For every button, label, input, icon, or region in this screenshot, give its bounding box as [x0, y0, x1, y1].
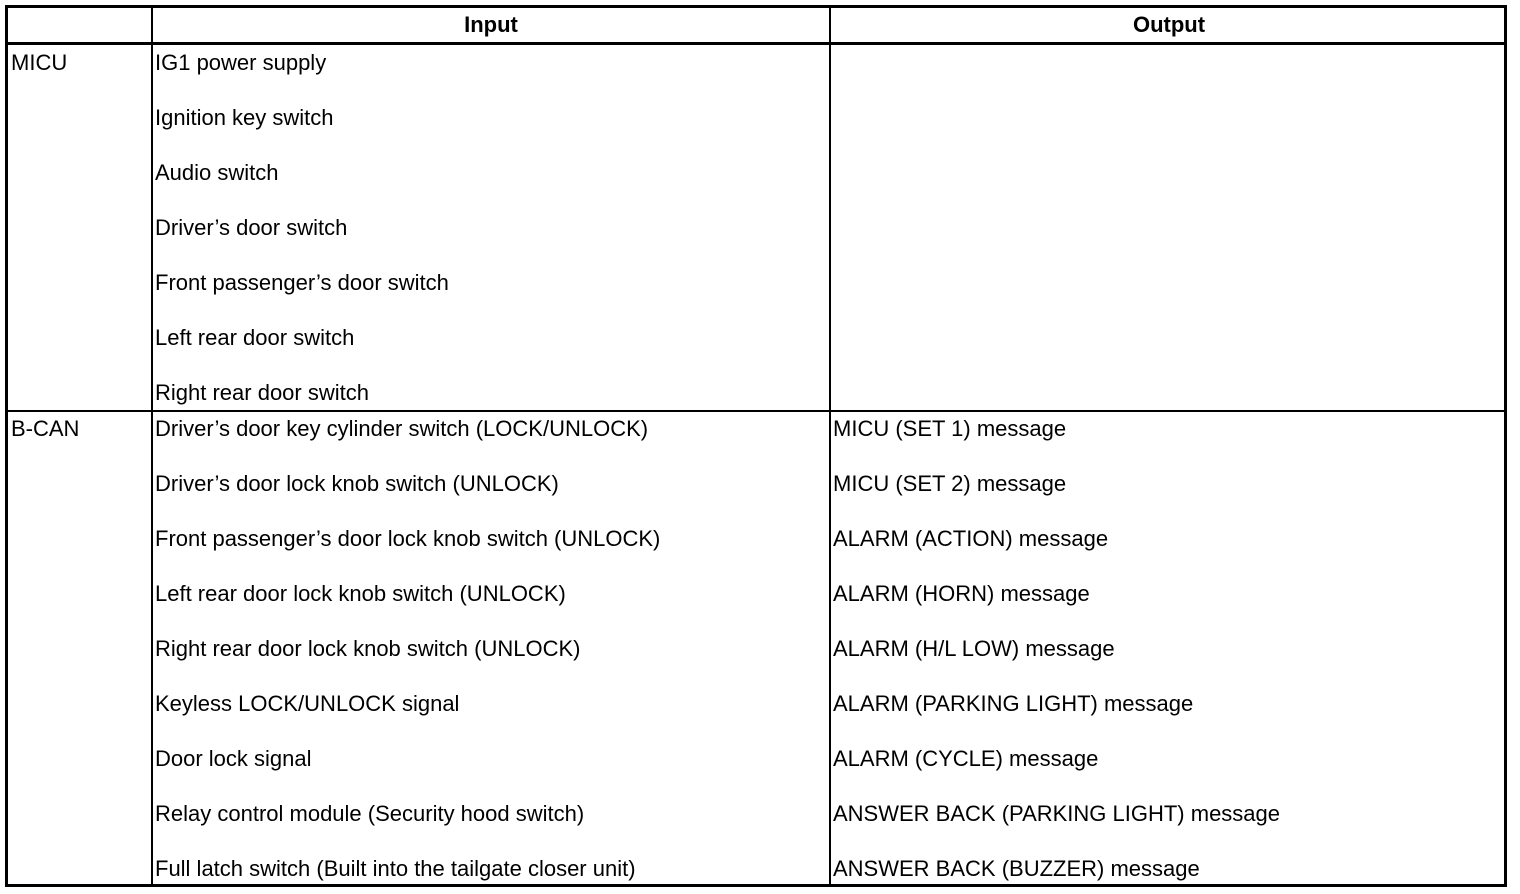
header-output: Output	[1132, 12, 1206, 37]
input-cell: Full latch switch (Built into the tailga…	[155, 856, 636, 881]
input-cell: Right rear door lock knob switch (UNLOCK…	[155, 636, 581, 661]
input-cell: IG1 power supply	[155, 50, 327, 75]
column-divider	[151, 8, 153, 884]
output-cell: MICU (SET 2) message	[833, 471, 1067, 496]
output-cell: ALARM (HORN) message	[833, 581, 1090, 606]
group-divider	[8, 410, 1504, 412]
output-cell: ANSWER BACK (PARKING LIGHT) message	[833, 801, 1281, 826]
input-cell: Keyless LOCK/UNLOCK signal	[155, 691, 460, 716]
input-cell: Door lock signal	[155, 746, 312, 771]
header-input: Input	[464, 12, 518, 37]
input-cell: Driver’s door lock knob switch (UNLOCK)	[155, 471, 559, 496]
group-label-micu: MICU	[11, 50, 68, 75]
output-cell: MICU (SET 1) message	[833, 416, 1067, 441]
io-table: Input Output MICU IG1 power supply Ignit…	[5, 5, 1507, 887]
input-cell: Front passenger’s door lock knob switch …	[155, 526, 661, 551]
output-cell: ALARM (CYCLE) message	[833, 746, 1099, 771]
output-cell: ALARM (PARKING LIGHT) message	[833, 691, 1194, 716]
output-cell: ALARM (H/L LOW) message	[833, 636, 1115, 661]
output-cell: ANSWER BACK (BUZZER) message	[833, 856, 1200, 881]
input-cell: Driver’s door key cylinder switch (LOCK/…	[155, 416, 649, 441]
output-cell: ALARM (ACTION) message	[833, 526, 1109, 551]
input-cell: Left rear door switch	[155, 325, 355, 350]
input-cell: Right rear door switch	[155, 380, 369, 405]
input-cell: Relay control module (Security hood swit…	[155, 801, 585, 826]
input-cell: Left rear door lock knob switch (UNLOCK)	[155, 581, 566, 606]
input-cell: Ignition key switch	[155, 105, 334, 130]
input-cell: Driver’s door switch	[155, 215, 348, 240]
column-divider	[829, 8, 831, 884]
input-cell: Audio switch	[155, 160, 279, 185]
input-cell: Front passenger’s door switch	[155, 270, 449, 295]
header-divider	[8, 42, 1504, 45]
group-label-bcan: B-CAN	[11, 416, 80, 441]
